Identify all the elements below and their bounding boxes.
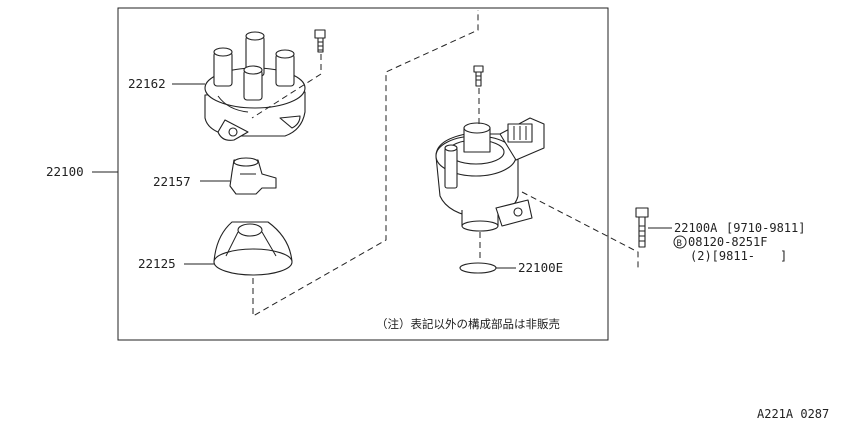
label-bolt-code[interactable]: 08120-8251F [688,235,767,249]
non-sale-note: （注）表記以外の構成部品は非販売 [376,317,560,331]
cap-screw[interactable] [314,29,326,53]
label-seal[interactable]: 22125 [138,256,176,271]
label-oring[interactable]: 22100E [518,260,563,275]
mounting-bolt[interactable] [635,207,649,248]
assembly-dash-line [252,10,479,317]
label-bolt-qty-close: ] [780,249,787,263]
oring[interactable] [459,262,497,274]
bolt-dash [521,191,639,268]
label-assembly[interactable]: 22100 [46,164,84,179]
label-bolt-circle: B [677,239,682,249]
assembly-frame [117,7,609,341]
label-bolt-qty: (2)[9811- [690,249,755,263]
distributor-cap[interactable] [204,31,306,141]
cap-screw-dash [251,54,322,119]
label-bolt-date: [9710-9811] [726,221,805,235]
label-bolt-part[interactable]: 22100A [674,221,718,235]
figure-code: A221A 0287 [757,407,829,421]
rotor[interactable] [229,157,277,195]
label-cap[interactable]: 22162 [128,76,166,91]
distributor-housing[interactable] [435,65,545,232]
seal-cover[interactable] [213,221,293,276]
bolt-circle-marker [673,235,687,249]
label-rotor[interactable]: 22157 [153,174,191,189]
